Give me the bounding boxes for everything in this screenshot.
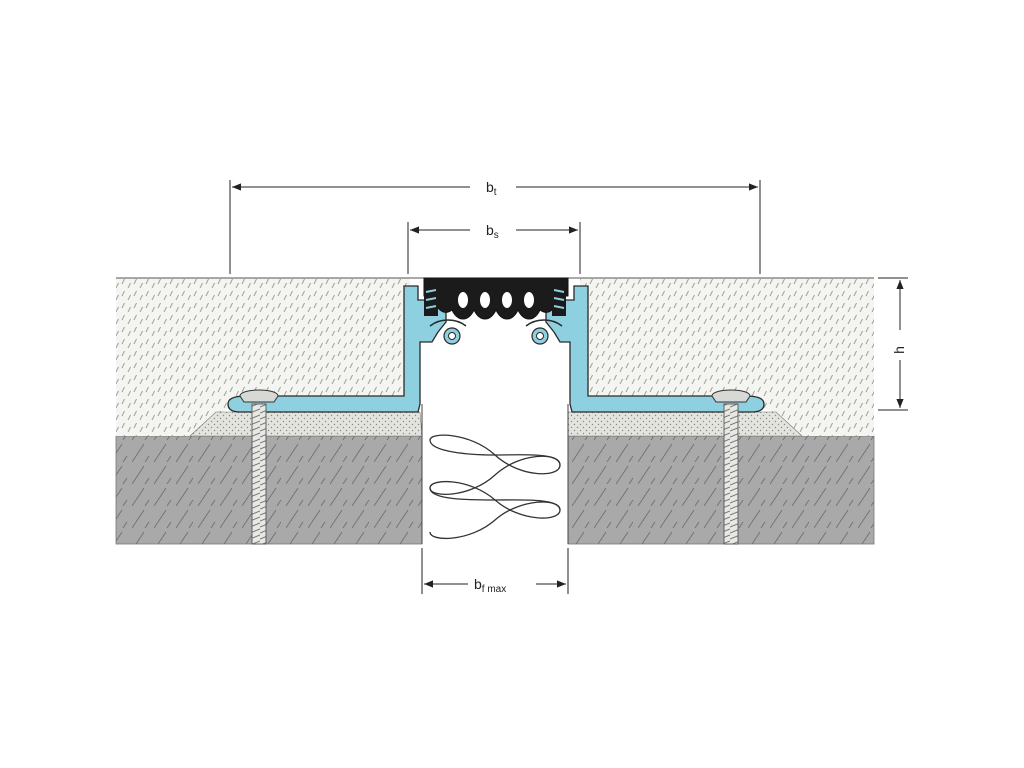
seal-insert-folds (458, 292, 534, 308)
svg-text:bs: bs (486, 222, 499, 241)
dimension-seal-width: bs (407, 222, 581, 274)
elastomer-seal-insert (423, 277, 569, 320)
concrete-slab-right (567, 435, 875, 545)
dim-height-label: h (891, 346, 907, 354)
joint-gap (422, 344, 568, 544)
bedding-mortar-right (567, 411, 803, 437)
anchor-screw-right (711, 389, 751, 545)
seal-clamp-left (424, 286, 438, 316)
dim-fill-width-main: b (474, 576, 482, 592)
concrete-slab-left (115, 435, 423, 545)
anchor-screw-left (239, 389, 279, 545)
dimension-height: h (878, 277, 908, 411)
seal-clamp-right (552, 286, 566, 316)
dimension-fill-width: bf max (421, 548, 569, 595)
svg-text:bf max: bf max (474, 576, 506, 595)
dim-seal-width-main: b (486, 222, 494, 238)
dim-fill-width-sub: f max (482, 584, 506, 595)
svg-text:bt: bt (486, 179, 497, 198)
bedding-mortar-left (189, 411, 423, 437)
dim-total-width-sub: t (494, 187, 497, 198)
dim-total-width-main: b (486, 179, 494, 195)
dim-seal-width-sub: s (494, 230, 499, 241)
dimension-total-width: bt (229, 179, 761, 274)
